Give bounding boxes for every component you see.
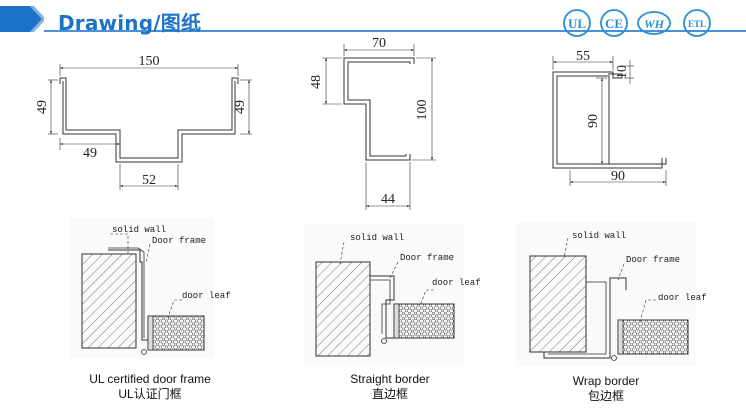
label-ul-leaf: door leaf [182,291,231,301]
label-straight-frame: Door frame [400,253,454,263]
dim-wrap-bottom: 90 [611,169,625,184]
etl-logo-icon: ETL [683,9,711,37]
profile-straight [322,44,436,210]
label-wrap-wall: solid wall [572,231,626,241]
whi-logo-icon: WH [637,11,671,35]
dim-straight-top: 70 [372,36,386,51]
dim-frame-left-depth: 49 [83,146,97,161]
section-wrap [516,222,696,366]
dim-wrap-lip: 10 [615,65,630,79]
caption-wrap: Wrap border 包边框 [526,374,686,404]
caption-ul-en: UL certified door frame [89,372,211,386]
etl-logo-text: ETL [688,19,706,29]
dim-frame-left-height: 49 [35,100,50,114]
dim-frame-width: 150 [139,54,160,69]
dim-straight-bottom: 44 [381,192,395,207]
label-straight-wall: solid wall [350,233,404,243]
caption-wrap-cn: 包边框 [587,389,624,403]
whi-logo-text: WH [644,17,665,31]
ce-logo-icon: CE [600,9,628,37]
dim-wrap-height: 90 [586,114,601,128]
caption-straight-en: Straight border [350,372,430,386]
header-bar: Drawing/图纸 [0,6,746,35]
ul-logo-text: UL [568,16,586,31]
dim-frame-bottom: 52 [142,173,156,188]
caption-wrap-en: Wrap border [572,374,640,388]
label-ul-wall: solid wall [112,225,166,235]
label-ul-frame: Door frame [152,236,206,246]
dim-straight-height: 100 [415,100,430,121]
section-straight [304,224,464,364]
ul-logo-icon: UL [563,9,591,37]
profile-wrap [552,56,667,186]
label-wrap-leaf: door leaf [658,293,707,303]
label-straight-leaf: door leaf [432,278,481,288]
page-title: Drawing/图纸 [58,11,202,35]
caption-straight: Straight border 直边框 [310,372,470,402]
header-underline [44,30,746,32]
ce-logo-text: CE [605,16,623,31]
certification-logos: UL CE WH ETL [563,9,711,37]
caption-ul: UL certified door frame UL认证门框 [60,372,240,402]
header-arrow-icon [0,6,44,32]
caption-straight-cn: 直边框 [371,387,408,401]
label-wrap-frame: Door frame [626,255,680,265]
dim-wrap-top: 55 [576,49,590,64]
dim-straight-left: 48 [309,75,324,89]
caption-ul-cn: UL认证门框 [118,387,182,401]
profile-frame [48,64,252,190]
section-ul-frame [70,218,214,358]
dim-frame-right-height: 49 [233,100,248,114]
